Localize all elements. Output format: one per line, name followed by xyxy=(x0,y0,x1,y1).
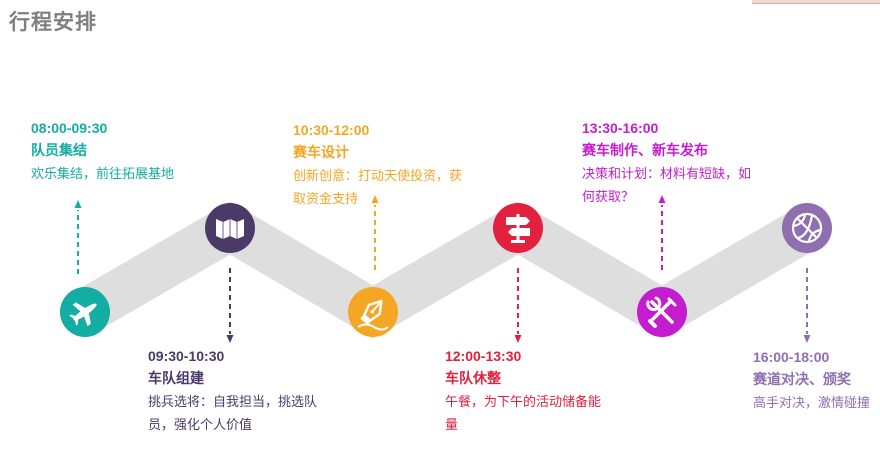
stop-4-title: 车队休整 xyxy=(445,370,501,386)
connector-4 xyxy=(514,268,522,343)
stop-3-desc-line-1: 创新创意：打动天使投资，获 xyxy=(293,168,463,183)
stop-1-text: 08:00-09:30 队员集结 欢乐集结，前往拓展基地 xyxy=(31,119,174,185)
stop-3-text: 10:30-12:00 赛车设计 创新创意：打动天使投资，获 取资金支持 xyxy=(293,121,462,210)
map-icon xyxy=(216,219,244,239)
connector-3 xyxy=(371,195,379,270)
stop-6-text: 16:00-18:00 赛道对决、颁奖 高手对决，激情碰撞 xyxy=(753,348,870,414)
airplane-icon xyxy=(69,302,97,327)
zigzag-track xyxy=(73,201,819,339)
page-title: 行程安排 xyxy=(9,11,97,34)
stop-5-desc-line-2: 何获取？ xyxy=(582,189,635,204)
window-corner-tab xyxy=(752,0,880,4)
basketball-icon xyxy=(791,212,823,244)
stop-2-title: 车队组建 xyxy=(148,370,204,386)
stop-2-desc-line-1: 挑兵选将：自我担当，挑选队 xyxy=(148,394,318,409)
stop-6-time: 16:00-18:00 xyxy=(753,349,830,365)
stop-4-desc-line-1: 午餐，为下午的活动储备能 xyxy=(445,394,602,409)
stop-6-node xyxy=(782,203,832,253)
stop-4-node xyxy=(493,203,543,253)
connector-5 xyxy=(658,195,666,270)
stop-6-desc-line-1: 高手对决，激情碰撞 xyxy=(753,395,871,410)
stop-3-time: 10:30-12:00 xyxy=(293,122,370,138)
pen-nib-icon xyxy=(360,299,383,325)
stop-5-node xyxy=(637,287,687,337)
tools-icon xyxy=(646,296,677,328)
stop-5-title: 赛车制作、新车发布 xyxy=(582,142,708,158)
stop-6-title: 赛道对决、颁奖 xyxy=(753,371,851,387)
stop-3-node xyxy=(348,287,398,337)
connector-6 xyxy=(803,268,811,343)
stop-2-desc-line-2: 员，强化个人价值 xyxy=(148,417,253,432)
stop-3-title: 赛车设计 xyxy=(293,144,349,160)
stop-4-text: 12:00-13:30 车队休整 午餐，为下午的活动储备能 量 xyxy=(445,347,601,436)
stop-1-node xyxy=(60,287,110,337)
stop-5-time: 13:30-16:00 xyxy=(582,120,659,136)
stop-2-text: 09:30-10:30 车队组建 挑兵选将：自我担当，挑选队 员，强化个人价值 xyxy=(148,347,317,436)
signpost-icon xyxy=(506,214,530,243)
stop-1-desc-line-1: 欢乐集结，前往拓展基地 xyxy=(31,166,175,181)
connector-1 xyxy=(74,200,82,274)
stop-5-text: 13:30-16:00 赛车制作、新车发布 决策和计划：材料有短缺，如 何获取？ xyxy=(582,119,751,208)
stop-4-desc-line-2: 量 xyxy=(445,417,459,432)
stop-2-time: 09:30-10:30 xyxy=(148,348,225,364)
stop-2-node xyxy=(205,203,255,253)
stop-1-title: 队员集结 xyxy=(31,142,87,158)
stop-3-desc-line-2: 取资金支持 xyxy=(293,191,359,206)
stop-5-desc-line-1: 决策和计划：材料有短缺，如 xyxy=(582,166,752,181)
stop-1-time: 08:00-09:30 xyxy=(31,120,108,136)
connector-2 xyxy=(226,268,234,343)
stop-4-time: 12:00-13:30 xyxy=(445,348,522,364)
